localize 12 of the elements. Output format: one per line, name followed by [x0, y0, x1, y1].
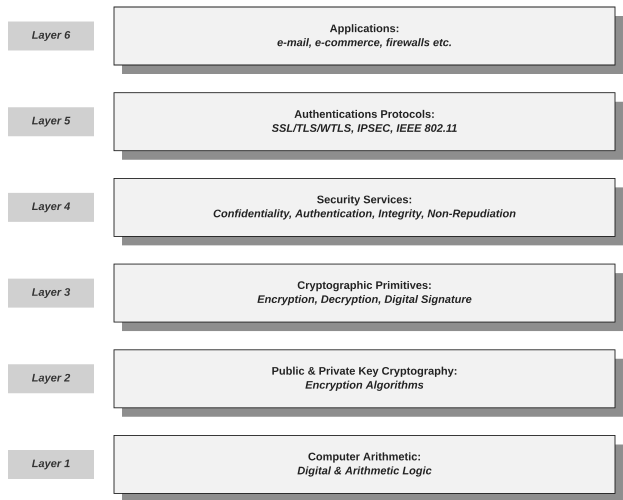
layer-box: Cryptographic Primitives: Encryption, Decryption, Digital Signature — [114, 264, 623, 332]
layer-tag: Layer 4 — [8, 192, 94, 222]
layer-tag: Layer 6 — [8, 22, 94, 50]
layer-box: Security Services: Confidentiality, Authentication, Integrity, Non-Repudiation — [114, 178, 623, 246]
layer-box: Public & Private Key Cryptography: Encryption Algorithms — [114, 349, 623, 417]
layer-tag: Layer 2 — [8, 364, 94, 394]
layer-box: Authentications Protocols: SSL/TLS/WTLS, IPSEC, IEEE 802.11 — [114, 92, 623, 160]
layer-tag: Layer 5 — [8, 107, 94, 136]
layer-box: Computer Arithmetic: Digital & Arithmetic Logic — [114, 435, 623, 500]
layer-box: Applications: e-mail, e-commerce, firewalls etc. — [114, 6, 623, 74]
layer-tag: Layer 3 — [8, 278, 94, 308]
layer-tag: Layer 1 — [8, 450, 94, 479]
